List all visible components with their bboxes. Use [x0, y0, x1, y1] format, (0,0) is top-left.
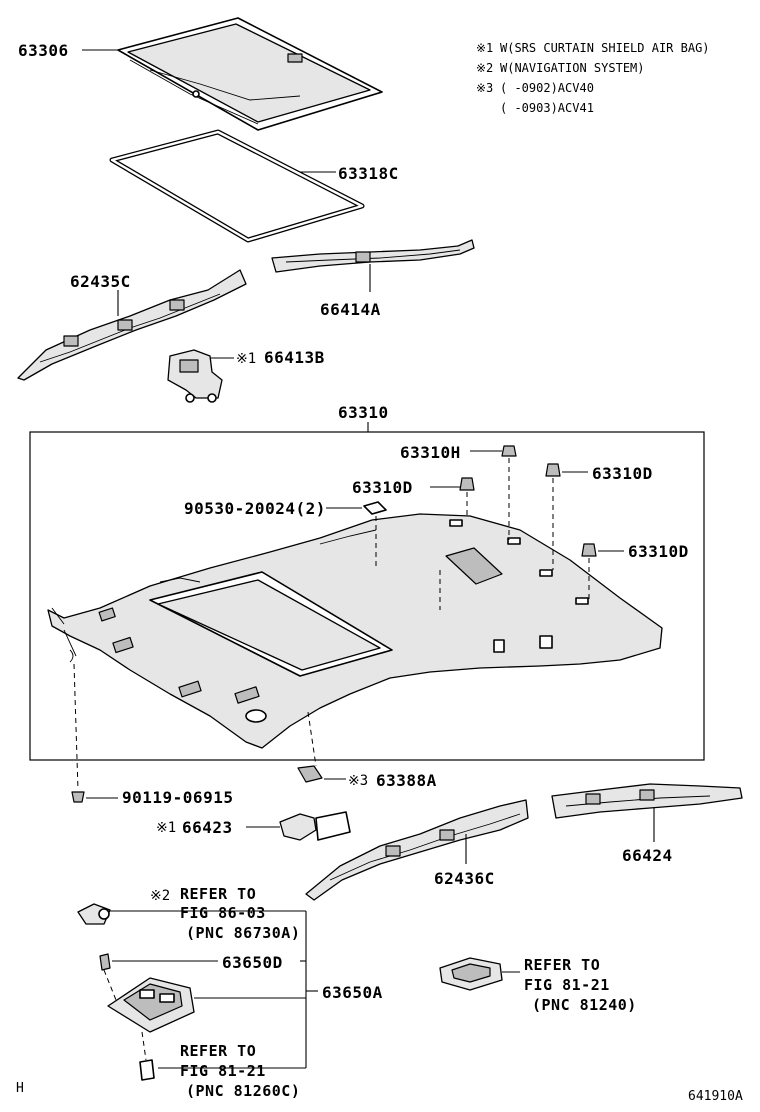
- clip-63310d-b-drawing: [459, 477, 475, 518]
- part-63318c-label[interactable]: 63318C: [338, 164, 399, 183]
- notes-block: ※1 W(SRS CURTAIN SHIELD AIR BAG) ※2 W(NA…: [476, 41, 710, 115]
- ref-b-line3: (PNC 81240): [532, 996, 637, 1014]
- screw-90119-drawing: [51, 607, 85, 803]
- part-63650d-label[interactable]: 63650D: [222, 953, 283, 972]
- clip-63310h-drawing: [501, 445, 517, 540]
- ref-a-line1: REFER TO: [180, 885, 256, 903]
- part-63310d-a-label[interactable]: 63310D: [592, 464, 653, 483]
- part-63310d-b-label[interactable]: 63310D: [352, 478, 413, 497]
- lamp-81240-drawing: [439, 957, 503, 991]
- clip-63310d-c-drawing: [581, 543, 597, 600]
- ref-a-line3: (PNC 86730A): [186, 924, 300, 942]
- note-2-text: W(NAVIGATION SYSTEM): [500, 61, 645, 75]
- mark-ref-a: ※2: [150, 888, 170, 904]
- headliner-assembly-frame: [29, 431, 705, 761]
- clip-63310d-a-drawing: [545, 463, 561, 570]
- ref-b-line1: REFER TO: [524, 956, 600, 974]
- side-rail-left-drawing: [17, 269, 247, 381]
- part-63310-label[interactable]: 63310: [338, 403, 389, 422]
- part-63388a-label[interactable]: 63388A: [376, 771, 437, 790]
- mark-63388a: ※3: [348, 773, 368, 789]
- mark-66413b: ※1: [236, 351, 256, 367]
- connector-86730a-drawing: [77, 903, 111, 925]
- ref-c-line2[interactable]: FIG 81-21: [180, 1062, 266, 1080]
- part-90119-label[interactable]: 90119-06915: [122, 788, 233, 807]
- mark-66423: ※1: [156, 820, 176, 836]
- bulb-63650d-drawing: [99, 953, 111, 971]
- note-4-text: ( -0903)ACV41: [500, 101, 594, 115]
- part-66414a-label[interactable]: 66414A: [320, 300, 381, 319]
- ref-a-line2[interactable]: FIG 86-03: [180, 904, 266, 922]
- side-rail-right-drawing: [271, 239, 475, 273]
- note-3-text: ( -0902)ACV40: [500, 81, 594, 95]
- part-63310d-c-label[interactable]: 63310D: [628, 542, 689, 561]
- headliner-drawing: [47, 513, 663, 749]
- pad-90530-drawing: [363, 501, 441, 610]
- note-3-mark: ※3: [476, 81, 493, 95]
- figure-code: 641910A: [688, 1089, 743, 1104]
- map-lamp-assembly-drawing: [103, 969, 195, 1081]
- bracket-66413b-drawing: [167, 349, 223, 403]
- ref-b-line2[interactable]: FIG 81-21: [524, 976, 610, 994]
- part-63310h-label[interactable]: 63310H: [400, 443, 461, 462]
- note-1-mark: ※1: [476, 41, 493, 55]
- part-66413b-label[interactable]: 66413B: [264, 348, 325, 367]
- part-63650a-label[interactable]: 63650A: [322, 983, 383, 1002]
- side-rail-66424-drawing: [551, 783, 743, 819]
- part-90530-label[interactable]: 90530-20024(2): [184, 499, 326, 518]
- clip-63388a-drawing: [297, 711, 323, 783]
- part-66423-label[interactable]: 66423: [182, 818, 233, 837]
- footer-left-code: H: [16, 1081, 24, 1096]
- note-2-mark: ※2: [476, 61, 493, 75]
- weatherstrip-drawing: [109, 129, 365, 243]
- part-63306-label[interactable]: 63306: [18, 41, 69, 60]
- ref-c-line3: (PNC 81260C): [186, 1082, 300, 1100]
- part-62436c-label[interactable]: 62436C: [434, 869, 495, 888]
- ref-c-line1: REFER TO: [180, 1042, 256, 1060]
- note-1-text: W(SRS CURTAIN SHIELD AIR BAG): [500, 41, 710, 55]
- sunshade-panel-drawing: [117, 17, 383, 131]
- part-66424-label[interactable]: 66424: [622, 846, 673, 865]
- bracket-66423-drawing: [279, 811, 351, 841]
- part-62435c-label[interactable]: 62435C: [70, 272, 131, 291]
- side-rail-62436c-drawing: [305, 799, 529, 901]
